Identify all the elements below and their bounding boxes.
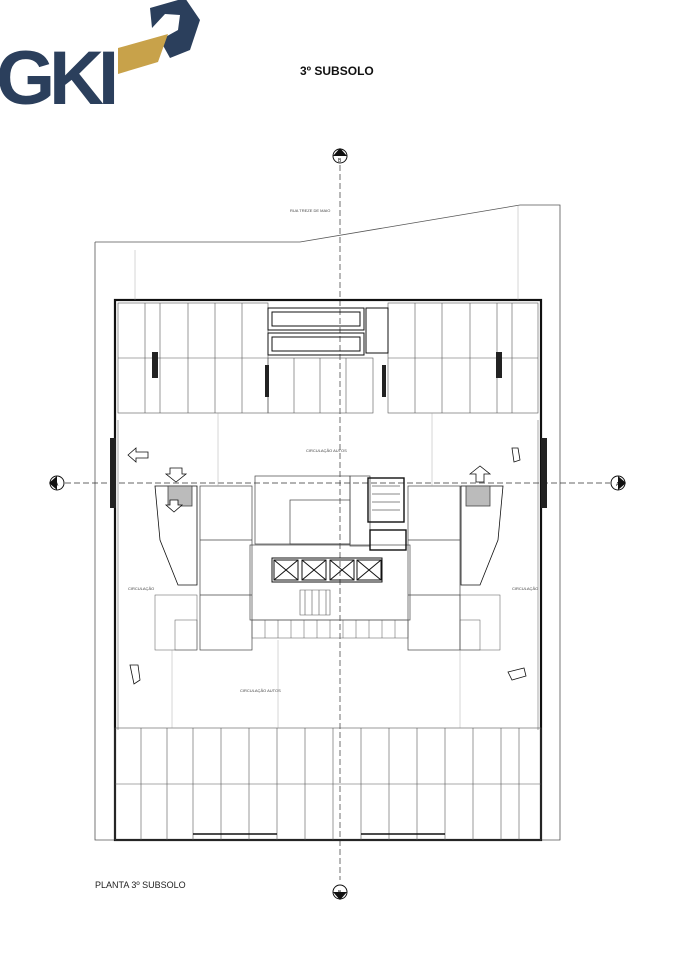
page-title: 3º SUBSOLO [300, 64, 374, 78]
plan-caption: PLANTA 3º SUBSOLO [95, 880, 186, 890]
svg-text:B: B [338, 890, 342, 896]
section-marker-bottom: B [332, 884, 348, 900]
grid-lines [134, 205, 519, 728]
lower-stair [299, 589, 331, 616]
central-core [199, 475, 461, 651]
side-parking [117, 420, 539, 730]
section-marker-right: A [610, 475, 626, 491]
circulation-label-left: CIRCULAÇÃO [128, 586, 154, 591]
direction-arrows [127, 447, 527, 685]
lot-boundary [94, 204, 561, 841]
gki-logo: GKI [0, 0, 200, 110]
street-label: RUA TREZE DE MAIO [290, 208, 330, 213]
outer-wall [113, 298, 543, 842]
circulation-label-right: CIRCULAÇÃO [512, 586, 538, 591]
stairwell [367, 477, 407, 551]
floor-plan: RUA TREZE DE MAIO B B A A [49, 148, 626, 900]
section-marker-top: B [332, 148, 348, 164]
circulation-label-main: CIRCULAÇÃO AUTOS [240, 688, 281, 693]
elevator-shafts [271, 557, 383, 583]
section-marker-left: A [49, 475, 65, 491]
storage-row [251, 619, 409, 639]
svg-text:B: B [338, 158, 342, 164]
bottom-parking-rows [114, 727, 542, 841]
top-parking-rows [117, 302, 539, 414]
circulation-label-top: CIRCULAÇÃO AUTOS [306, 448, 347, 453]
structural-pillars [110, 352, 547, 508]
top-ramps [267, 307, 389, 356]
logo-wordmark: GKI [0, 36, 115, 110]
section-axes [65, 165, 610, 880]
svg-text:A: A [55, 482, 59, 488]
side-ramps [154, 485, 504, 586]
svg-text:A: A [616, 482, 620, 488]
logo-emblem-icon [118, 0, 200, 74]
